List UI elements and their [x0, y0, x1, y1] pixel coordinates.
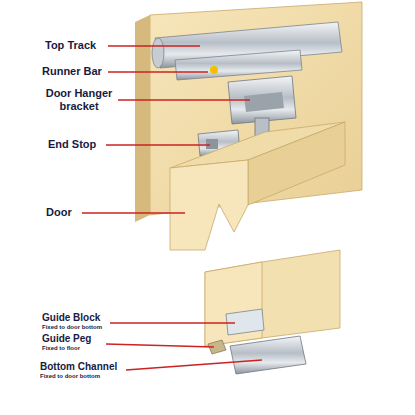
part-label: Bottom Channel	[40, 361, 117, 373]
part-note: Fixed to door bottom	[40, 373, 100, 380]
part-label: Runner Bar	[42, 65, 102, 78]
part-label: End Stop	[48, 138, 96, 151]
part-label: Guide Peg	[42, 333, 91, 345]
part-note: Fixed to door bottom	[42, 324, 102, 331]
part-note: Fixed to floor	[42, 345, 80, 352]
part-label: Top Track	[45, 39, 96, 52]
part-label: Guide Block	[42, 312, 100, 324]
part-label: Door	[46, 206, 72, 219]
part-label: Door Hanger bracket	[42, 87, 116, 112]
